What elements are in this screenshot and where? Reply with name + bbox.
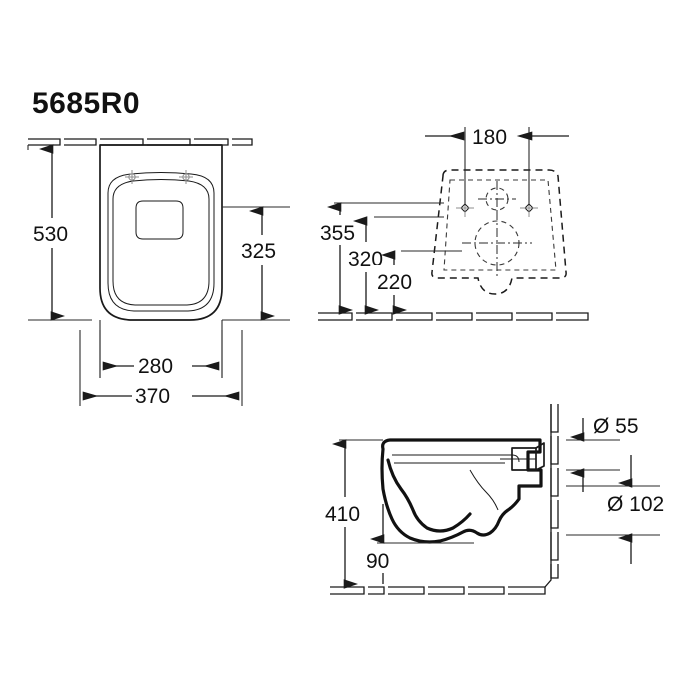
- section-bowl-contour: [386, 458, 472, 533]
- section-view: 410 90 Ø 55 Ø 102: [322, 404, 664, 595]
- rear-view: 180 355 320: [318, 126, 589, 321]
- plan-label-280-bg: [134, 351, 192, 379]
- section-pan-profile: [380, 438, 543, 544]
- plan-label-370-bg: [132, 381, 192, 409]
- plan-pan-outline: [99, 144, 223, 321]
- section-inlet-connector: [500, 442, 545, 471]
- rear-floor-hatch: [318, 312, 589, 321]
- plan-wall-hatch: [28, 138, 253, 146]
- plan-view: 530 325 280 370: [27, 138, 292, 409]
- section-trap-line: [469, 469, 499, 511]
- section-dim-d102: Ø 102: [607, 493, 664, 516]
- section-dim-410: 410: [325, 503, 360, 526]
- section-dim-d55: Ø 55: [593, 415, 639, 438]
- plan-rim-inner: [112, 179, 210, 306]
- plan-fixing-mark-right: [179, 170, 193, 184]
- rear-dim-220: 220: [377, 271, 412, 294]
- rear-label-220-bg: [374, 265, 430, 295]
- plan-label-530-bg: [30, 218, 84, 248]
- section-label-90-bg: [362, 545, 408, 573]
- plan-fixing-mark-left: [125, 170, 139, 184]
- plan-dim-325: 325: [241, 240, 276, 263]
- section-seat-line: [392, 454, 520, 463]
- section-label-410-bg: [322, 497, 378, 527]
- drawing-title: 5685R0: [32, 87, 140, 120]
- rear-inner-contour: [443, 179, 557, 271]
- section-dim-90: 90: [366, 550, 389, 573]
- plan-label-325-bg: [238, 235, 292, 265]
- rear-outlet-circle: [462, 211, 532, 276]
- plan-water-spot: [135, 200, 184, 240]
- plan-dim-280: 280: [138, 355, 173, 378]
- section-floor-hatch: [330, 578, 552, 595]
- plan-dim-370: 370: [135, 385, 170, 408]
- rear-pan-outline: [431, 169, 567, 295]
- plan-dim-530: 530: [33, 223, 68, 246]
- plan-rim-outline: [107, 172, 215, 312]
- rear-dim-180: 180: [472, 126, 507, 149]
- rear-dim-355: 355: [320, 222, 355, 245]
- section-wall-hatch: [550, 404, 559, 579]
